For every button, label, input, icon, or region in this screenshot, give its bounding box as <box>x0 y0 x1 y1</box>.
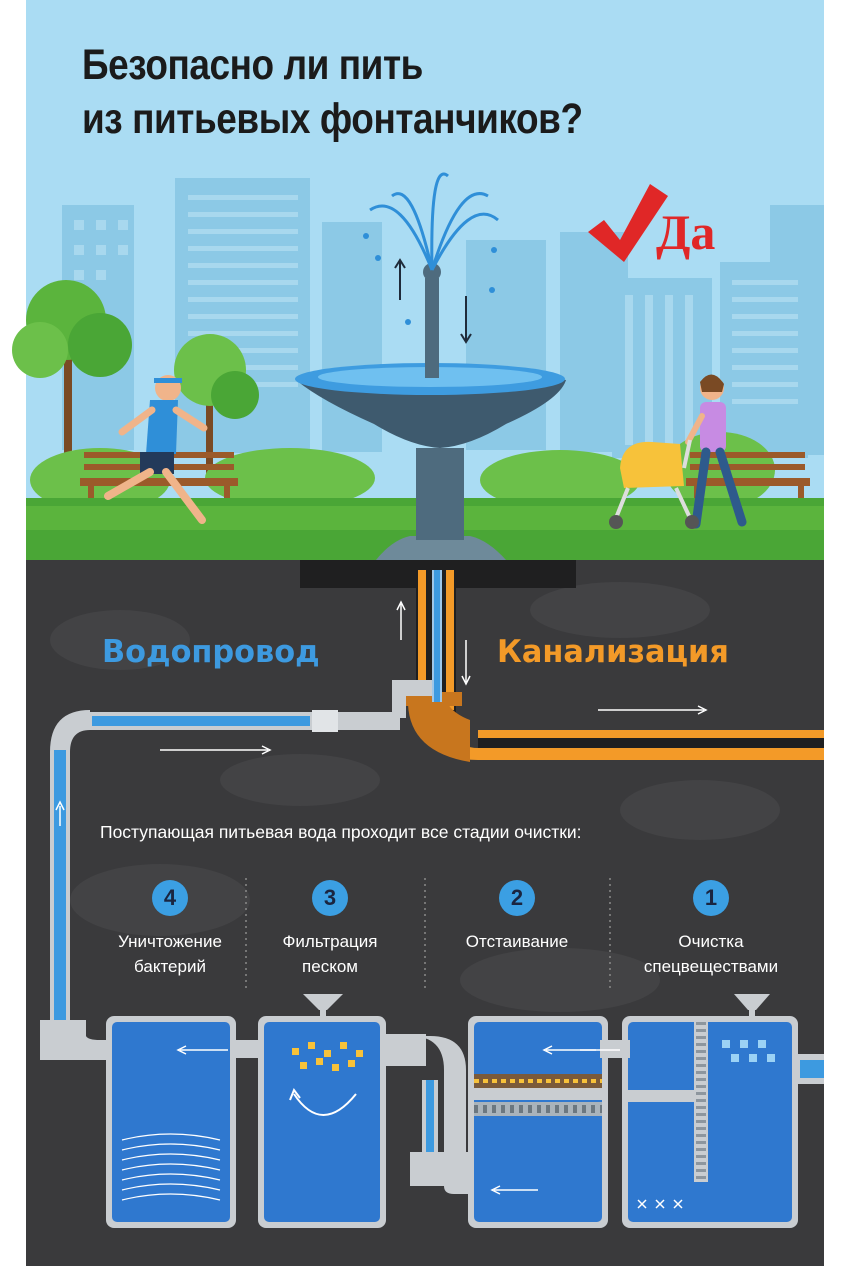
right-arrow-icon <box>160 745 272 755</box>
right-arrow-icon <box>598 705 708 715</box>
inlet-pipe <box>796 1054 824 1084</box>
answer-yes: Да <box>656 204 716 260</box>
down-arrow-icon <box>460 296 472 344</box>
tank-bacteria-destruction <box>106 1016 236 1228</box>
stage-label: Очистка спецвеществами <box>643 932 779 976</box>
tank-sand-filtration <box>258 994 386 1228</box>
tank-settling <box>468 1016 608 1228</box>
drinking-fountain <box>295 172 566 560</box>
purification-intro: Поступающая питьевая вода проходит все с… <box>100 822 582 842</box>
up-arrow-icon <box>55 800 65 826</box>
up-arrow-icon <box>394 258 406 300</box>
stage-item: 1 Очистка спецвеществами <box>626 880 796 979</box>
trees <box>12 280 259 505</box>
check-mark-icon <box>588 184 668 262</box>
stage-item: 4 Уничтожение бактерий <box>85 880 255 979</box>
stage-number: 3 <box>312 880 348 916</box>
water-pipe <box>40 570 442 1060</box>
stage-label: Отстаивание <box>465 932 569 951</box>
stage-number: 2 <box>499 880 535 916</box>
left-arrow-icon <box>490 1185 538 1195</box>
water-supply-label: Водопровод <box>102 634 320 670</box>
stage-label: Уничтожение бактерий <box>118 932 222 976</box>
left-arrow-icon <box>176 1045 228 1055</box>
title-line-1: Безопасно ли пить <box>82 41 423 89</box>
stage-label: Фильтрация песком <box>282 932 378 976</box>
runner-figure <box>104 375 208 524</box>
pipe-between-stages <box>380 1034 474 1194</box>
stage-separators <box>245 878 611 988</box>
tank-chemical-treatment <box>622 994 798 1228</box>
woman-with-stroller <box>609 374 747 529</box>
title-line-2: из питьевых фонтанчиков? <box>82 95 583 143</box>
page-title: Безопасно ли пить из питьевых фонтанчико… <box>82 38 583 146</box>
stage-number: 4 <box>152 880 188 916</box>
sewer-label: Канализация <box>497 634 729 670</box>
stage-item: 3 Фильтрация песком <box>245 880 415 979</box>
stage-number: 1 <box>693 880 729 916</box>
stage-item: 2 Отстаивание <box>432 880 602 954</box>
up-arrow-icon <box>396 600 406 640</box>
pipe-connector <box>600 1040 630 1058</box>
down-arrow-icon <box>461 640 471 686</box>
